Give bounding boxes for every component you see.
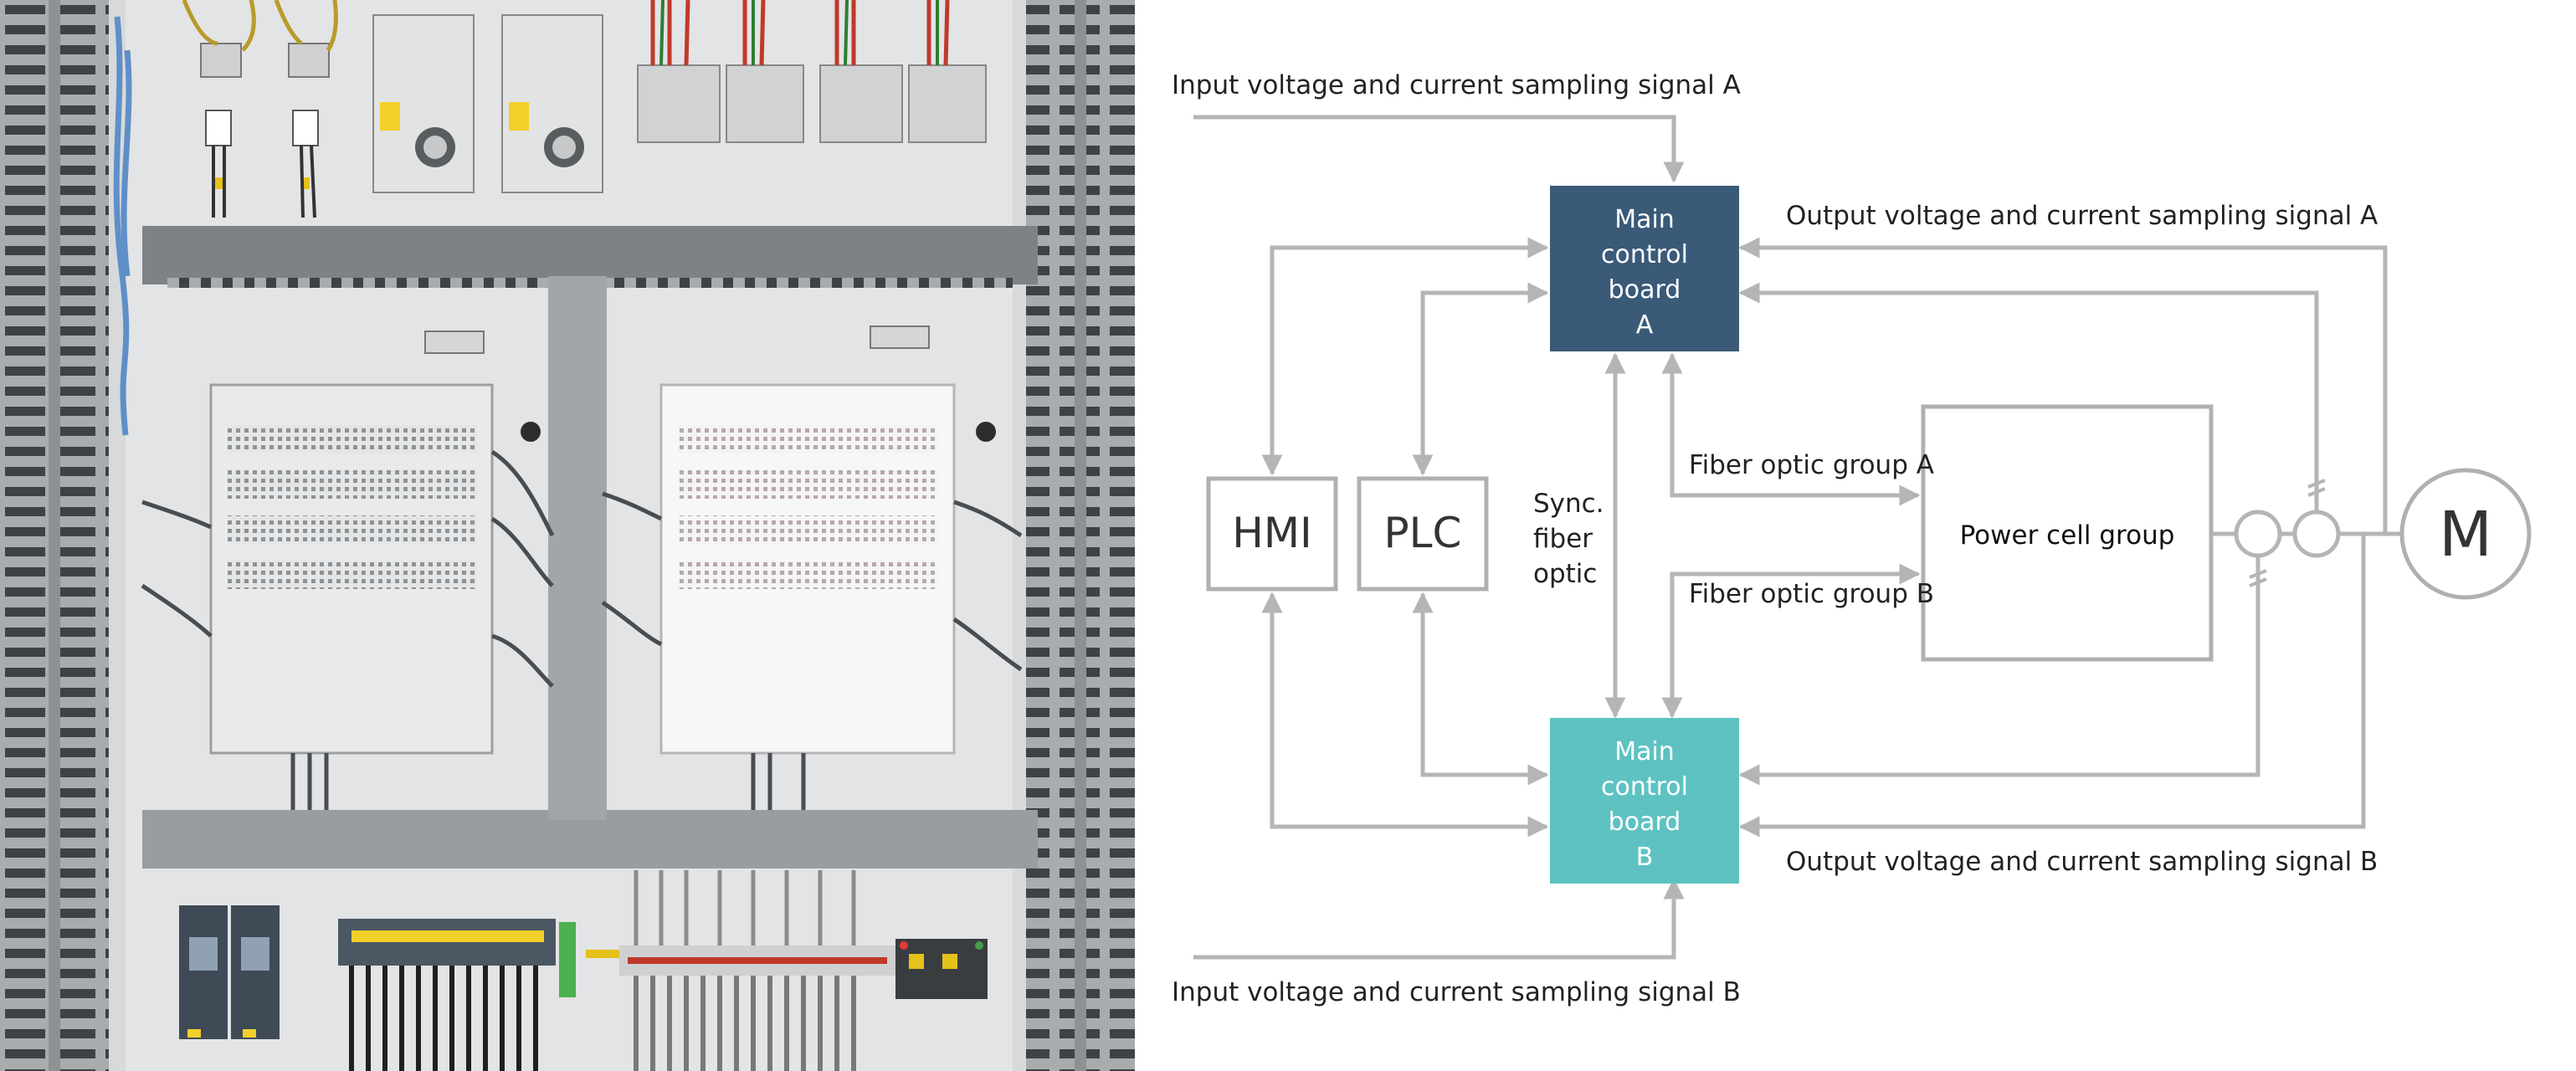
motor: M [2399, 468, 2532, 600]
breakers [205, 110, 319, 218]
sensor-ring-1 [2234, 510, 2282, 558]
power-cell-label: Power cell group [1960, 520, 2175, 551]
fiber-a-line [1661, 352, 1921, 506]
board-b-line-4: B [1636, 843, 1654, 872]
input-signal-a-label: Input voltage and current sampling signa… [1172, 70, 1741, 100]
output-a-line [1738, 237, 2388, 534]
hmi-to-board-a [1261, 237, 1549, 476]
input-b-line [1193, 878, 1685, 960]
horizontal-duct-top [142, 226, 1038, 288]
wire-duct-right [1026, 0, 1135, 1071]
connection-lines [1193, 115, 2400, 960]
motor-label: M [2439, 499, 2492, 571]
drive-module-left [209, 331, 494, 755]
hmi-box: HMI [1206, 476, 1338, 592]
output-b-line [1738, 534, 2366, 838]
module-wiring [141, 449, 1023, 810]
contactors [895, 939, 988, 999]
plc-label: PLC [1384, 509, 1462, 557]
board-a-line-4: A [1636, 310, 1654, 340]
wire-duct-left [0, 0, 109, 1071]
board-a-line-2: control [1601, 240, 1688, 269]
control-cabinet-photo [0, 0, 1135, 1071]
sync-label-line-2: fiber [1533, 524, 1593, 554]
fiber-group-a-label: Fiber optic group A [1689, 450, 1934, 480]
output-b-ct-line [1738, 556, 2260, 786]
board-b-line-1: Main [1614, 737, 1675, 766]
input-a-line [1193, 115, 1685, 183]
board-b-line-2: control [1601, 772, 1688, 802]
sensors [2234, 510, 2341, 558]
plc-cpu-modules [179, 905, 280, 1039]
plc-to-board-b [1412, 592, 1549, 786]
plc-to-board-a [1412, 282, 1549, 476]
power-supplies [372, 14, 603, 193]
voltage-taps [2249, 479, 2326, 587]
blue-wires [113, 16, 132, 436]
plc-box: PLC [1357, 476, 1489, 592]
main-control-board-b: Main control board B [1550, 718, 1739, 884]
signal-modules [637, 0, 987, 143]
power-cell-group-box: Power cell group [1921, 404, 2214, 662]
drive-module-right [659, 325, 956, 755]
output-a-ct-line [1738, 282, 2319, 512]
input-signal-b-label: Input voltage and current sampling signa… [1172, 977, 1741, 1007]
sync-label-line-1: Sync. [1533, 489, 1604, 519]
terminal-blocks [586, 870, 895, 1071]
output-signal-b-label: Output voltage and current sampling sign… [1786, 847, 2378, 877]
board-a-line-1: Main [1614, 205, 1675, 234]
center-duct [548, 276, 607, 820]
sync-label-line-3: optic [1533, 559, 1597, 589]
output-signal-a-label: Output voltage and current sampling sign… [1786, 201, 2378, 231]
hmi-label: HMI [1232, 509, 1311, 557]
line-filters [182, 0, 338, 78]
fiber-group-b-label: Fiber optic group B [1689, 579, 1934, 609]
board-a-line-3: board [1609, 275, 1681, 305]
hmi-to-board-b [1261, 592, 1549, 838]
board-b-line-3: board [1609, 807, 1681, 837]
sensor-ring-2 [2292, 510, 2341, 558]
control-block-diagram: Main control board A Main control board … [1172, 70, 2532, 1007]
main-control-board-a: Main control board A [1550, 186, 1739, 351]
fiber-b-line [1661, 563, 1921, 719]
io-modules [338, 919, 576, 1071]
